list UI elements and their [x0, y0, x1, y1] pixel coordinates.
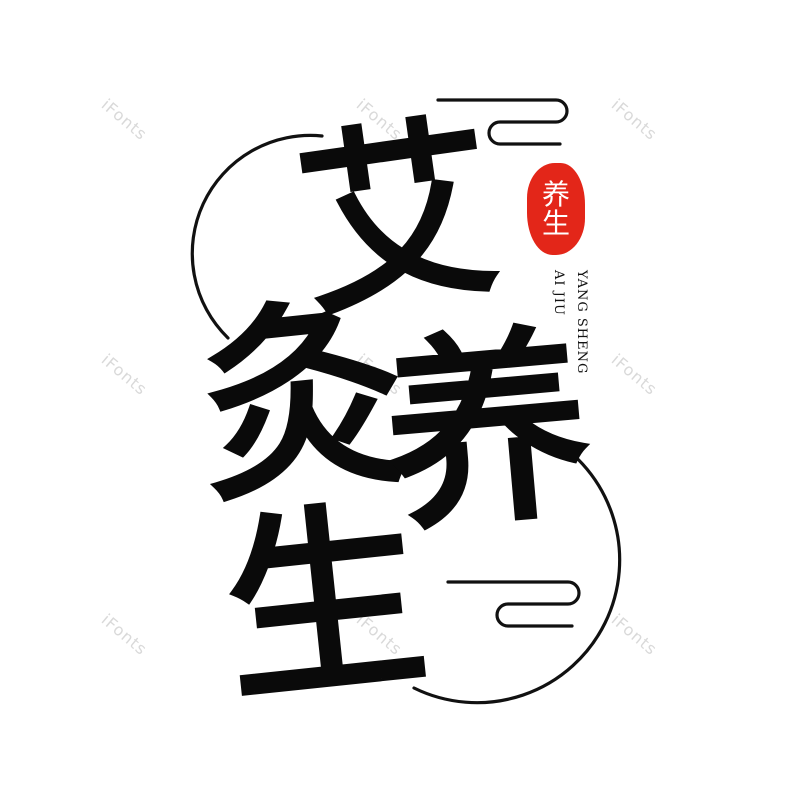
seal-char-sheng: 生	[541, 207, 570, 240]
top-arc	[190, 133, 324, 340]
bottom-arc	[412, 430, 622, 705]
top-cloud-line	[436, 98, 569, 146]
pinyin-ai-jiu: AI JIU	[551, 270, 566, 316]
seal-char-yang: 养	[541, 177, 570, 211]
title-char-sheng: 生	[213, 477, 437, 732]
bottom-cloud-line	[446, 580, 581, 628]
red-seal-stamp: 养 生	[527, 163, 585, 255]
pinyin-yang-sheng: YANG SHENG	[574, 270, 589, 375]
